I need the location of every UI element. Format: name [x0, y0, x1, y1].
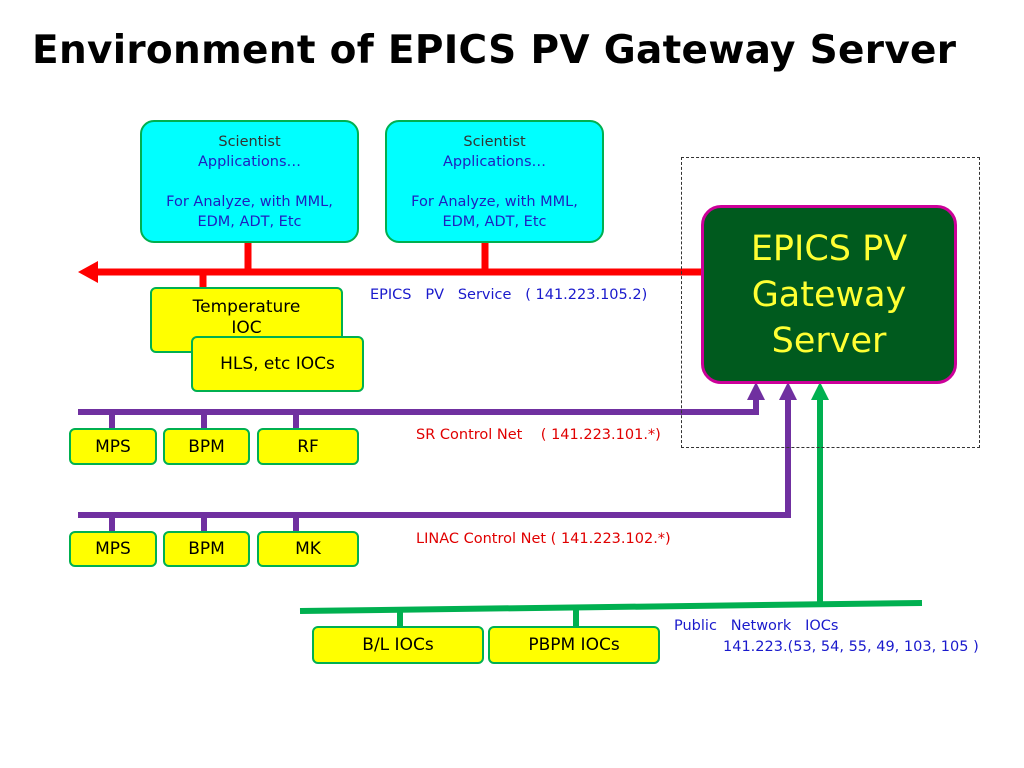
linac-mk-box: MK — [257, 531, 359, 567]
linac-bpm-box: BPM — [163, 531, 250, 567]
scientist-app-box-2: Scientist Applications… For Analyze, wit… — [385, 120, 604, 243]
app-line-4: EDM, ADT, Etc — [197, 213, 302, 230]
linac-bpm-label: BPM — [188, 539, 225, 559]
app-line-3: For Analyze, with MML, — [166, 193, 333, 210]
sr-rf-box: RF — [257, 428, 359, 465]
linac-bus-arrowhead — [779, 382, 797, 400]
hls-iocs-label: HLS, etc IOCs — [220, 354, 335, 374]
public-network-label-2: 141.223.(53, 54, 55, 49, 103, 105 ) — [723, 639, 979, 655]
app-line-3: For Analyze, with MML, — [411, 193, 578, 210]
pbpm-iocs-label: PBPM IOCs — [528, 635, 620, 655]
sr-bus-line — [78, 398, 759, 415]
page-title: Environment of EPICS PV Gateway Server — [32, 28, 957, 73]
sr-bpm-label: BPM — [188, 436, 225, 457]
sr-bpm-box: BPM — [163, 428, 250, 465]
sr-control-net-label: SR Control Net ( 141.223.101.*) — [416, 427, 661, 443]
pbpm-iocs-box: PBPM IOCs — [488, 626, 660, 664]
app-line-4: EDM, ADT, Etc — [442, 213, 547, 230]
linac-mps-label: MPS — [95, 539, 131, 559]
gateway-line-2: Gateway — [751, 274, 907, 315]
linac-control-net-label: LINAC Control Net ( 141.223.102.*) — [416, 531, 671, 547]
bl-iocs-box: B/L IOCs — [312, 626, 484, 664]
scientist-app-box-1: Scientist Applications… For Analyze, wit… — [140, 120, 359, 243]
app-line-1: Scientist — [463, 133, 526, 150]
linac-mps-box: MPS — [69, 531, 157, 567]
temperature-ioc-line-1: Temperature — [192, 297, 301, 317]
public-bus-line — [299, 600, 923, 614]
public-network-label-1: Public Network IOCs — [674, 618, 839, 634]
sr-mps-box: MPS — [69, 428, 157, 465]
linac-bus-line — [78, 398, 791, 518]
linac-mk-label: MK — [295, 539, 321, 559]
public-bus-arrowhead — [811, 382, 829, 400]
gateway-boundary — [681, 157, 980, 448]
temperature-ioc-line-2: IOC — [231, 318, 262, 338]
gateway-line-3: Server — [771, 320, 887, 361]
sr-bus-arrowhead — [747, 382, 765, 400]
epics-service-label: EPICS PV Service ( 141.223.105.2) — [370, 287, 648, 303]
bl-iocs-label: B/L IOCs — [362, 635, 434, 655]
sr-rf-label: RF — [297, 436, 319, 457]
gateway-line-1: EPICS PV — [750, 228, 908, 269]
app-line-1: Scientist — [218, 133, 281, 150]
app-line-2: Applications… — [197, 153, 302, 170]
sr-mps-label: MPS — [95, 436, 131, 457]
service-bus-arrowhead — [78, 261, 98, 283]
app-line-2: Applications… — [442, 153, 547, 170]
gateway-server-box: EPICS PV Gateway Server — [701, 205, 957, 384]
hls-iocs-box: HLS, etc IOCs — [191, 336, 364, 392]
